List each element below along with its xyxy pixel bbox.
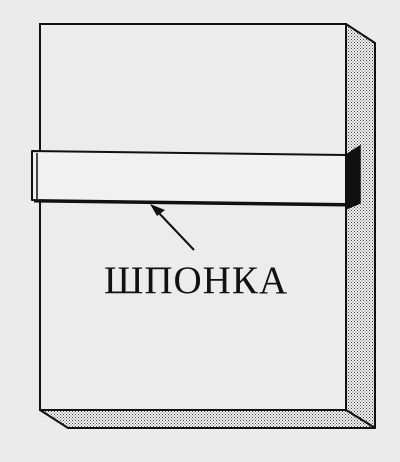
panel-side-face — [345, 23, 376, 429]
panel-front-face — [39, 23, 347, 411]
panel-bottom-face — [39, 409, 376, 429]
key-label: ШПОНКА — [104, 259, 288, 302]
key-bar-shadow-edge — [33, 199, 347, 207]
keyway-slot — [345, 144, 361, 211]
leader-line — [156, 210, 195, 251]
key-bar — [31, 150, 347, 205]
arrowhead-icon — [150, 204, 165, 216]
